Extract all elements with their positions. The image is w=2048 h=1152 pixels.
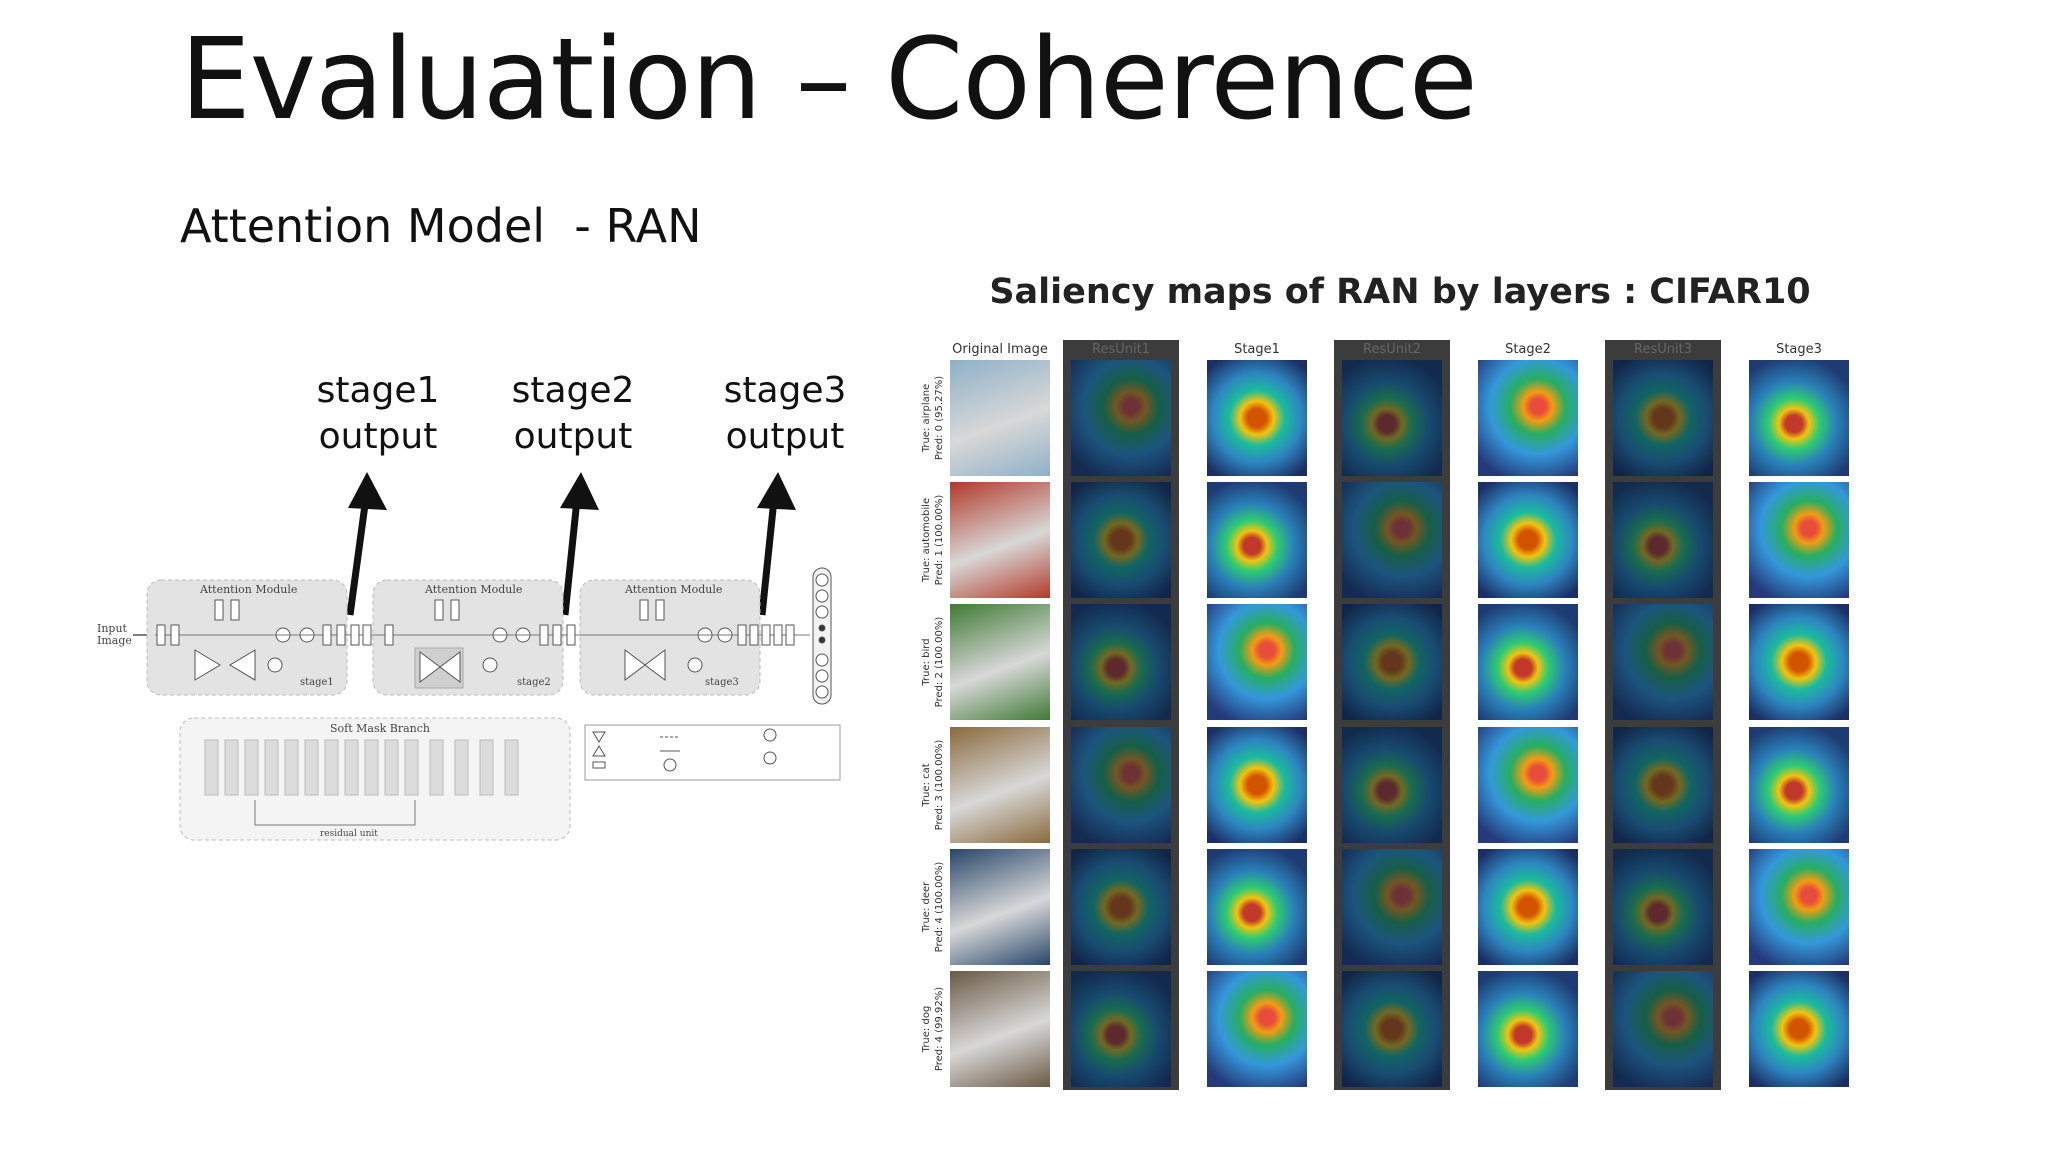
saliency-map-tile <box>1749 727 1849 843</box>
saliency-map-tile <box>1613 604 1713 720</box>
saliency-map-tile <box>1342 849 1442 965</box>
resunit-column-background <box>1334 340 1450 1090</box>
saliency-map-tile <box>1749 849 1849 965</box>
saliency-map-tile <box>1749 482 1849 598</box>
trunk-residual-blocks <box>155 624 810 646</box>
saliency-map-tile <box>1207 482 1307 598</box>
saliency-map-tile <box>1613 360 1713 476</box>
input-label-2: Image <box>97 634 132 647</box>
slide-title: Evaluation – Coherence <box>180 15 1478 145</box>
saliency-map-tile <box>1207 604 1307 720</box>
saliency-map-tile <box>1478 360 1578 476</box>
saliency-map-tile <box>1342 604 1442 720</box>
saliency-column-header: Stage3 <box>1776 342 1822 357</box>
original-image-tile <box>950 360 1050 476</box>
saliency-map-tile <box>1071 971 1171 1087</box>
attention-module-1: Attention Module stage1 <box>146 579 348 696</box>
saliency-column-header: Stage2 <box>1505 342 1551 357</box>
saliency-map-tile <box>1478 727 1578 843</box>
svg-text:Attention Module: Attention Module <box>199 583 297 596</box>
resunit-column-background <box>1063 340 1179 1090</box>
original-image-tile <box>950 604 1050 720</box>
saliency-column-header: Original Image <box>952 342 1048 357</box>
attention-module-2: Attention Module stage2 <box>372 579 564 696</box>
svg-text:Soft Mask Branch: Soft Mask Branch <box>330 722 430 735</box>
saliency-map-tile <box>1749 971 1849 1087</box>
saliency-map-tile <box>1613 971 1713 1087</box>
saliency-map-tile <box>1478 849 1578 965</box>
saliency-map-tile <box>1613 482 1713 598</box>
saliency-map-tile <box>1071 604 1171 720</box>
saliency-map-tile <box>1207 727 1307 843</box>
saliency-map-tile <box>1478 604 1578 720</box>
original-image-tile <box>950 971 1050 1087</box>
saliency-map-tile <box>1071 482 1171 598</box>
saliency-figure-title: Saliency maps of RAN by layers : CIFAR10 <box>989 272 1811 312</box>
fc-layer <box>812 567 832 705</box>
saliency-map-tile <box>1613 849 1713 965</box>
saliency-map-tile <box>1071 727 1171 843</box>
svg-text:residual unit: residual unit <box>320 829 378 839</box>
stage-output-arrows <box>346 472 796 616</box>
original-image-tile <box>950 727 1050 843</box>
saliency-map-tile <box>1342 360 1442 476</box>
attention-module-3: Attention Module stage3 <box>579 579 761 696</box>
soft-mask-branch: Soft Mask Branch residual unit <box>179 717 571 841</box>
resunit-column-background <box>1605 340 1721 1090</box>
input-label: Input <box>97 622 128 635</box>
svg-text:stage3: stage3 <box>705 677 739 688</box>
svg-text:Attention Module: Attention Module <box>424 583 522 596</box>
original-image-tile <box>950 849 1050 965</box>
saliency-map-tile <box>1342 482 1442 598</box>
saliency-map-tile <box>1071 849 1171 965</box>
original-image-tile <box>950 482 1050 598</box>
saliency-column-header: ResUnit1 <box>1092 342 1150 357</box>
saliency-map-tile <box>1478 482 1578 598</box>
saliency-map-tile <box>1342 971 1442 1087</box>
saliency-map-tile <box>1071 360 1171 476</box>
saliency-map-tile <box>1207 360 1307 476</box>
saliency-map-tile <box>1207 971 1307 1087</box>
saliency-map-tile <box>1207 849 1307 965</box>
saliency-map-tile <box>1749 604 1849 720</box>
saliency-map-tile <box>1342 727 1442 843</box>
ran-architecture-diagram: Input Image Attention Module stage1 Atte… <box>97 472 841 841</box>
svg-text:stage2: stage2 <box>517 677 551 688</box>
saliency-map-tile <box>1613 727 1713 843</box>
slide-subtitle: Attention Model - RAN <box>180 199 702 253</box>
diagram-legend <box>584 724 841 781</box>
svg-text:stage1: stage1 <box>300 677 334 688</box>
saliency-column-header: ResUnit2 <box>1363 342 1421 357</box>
saliency-column-header: ResUnit3 <box>1634 342 1692 357</box>
saliency-column-header: Stage1 <box>1234 342 1280 357</box>
saliency-map-tile <box>1478 971 1578 1087</box>
saliency-map-tile <box>1749 360 1849 476</box>
svg-text:Attention Module: Attention Module <box>624 583 722 596</box>
